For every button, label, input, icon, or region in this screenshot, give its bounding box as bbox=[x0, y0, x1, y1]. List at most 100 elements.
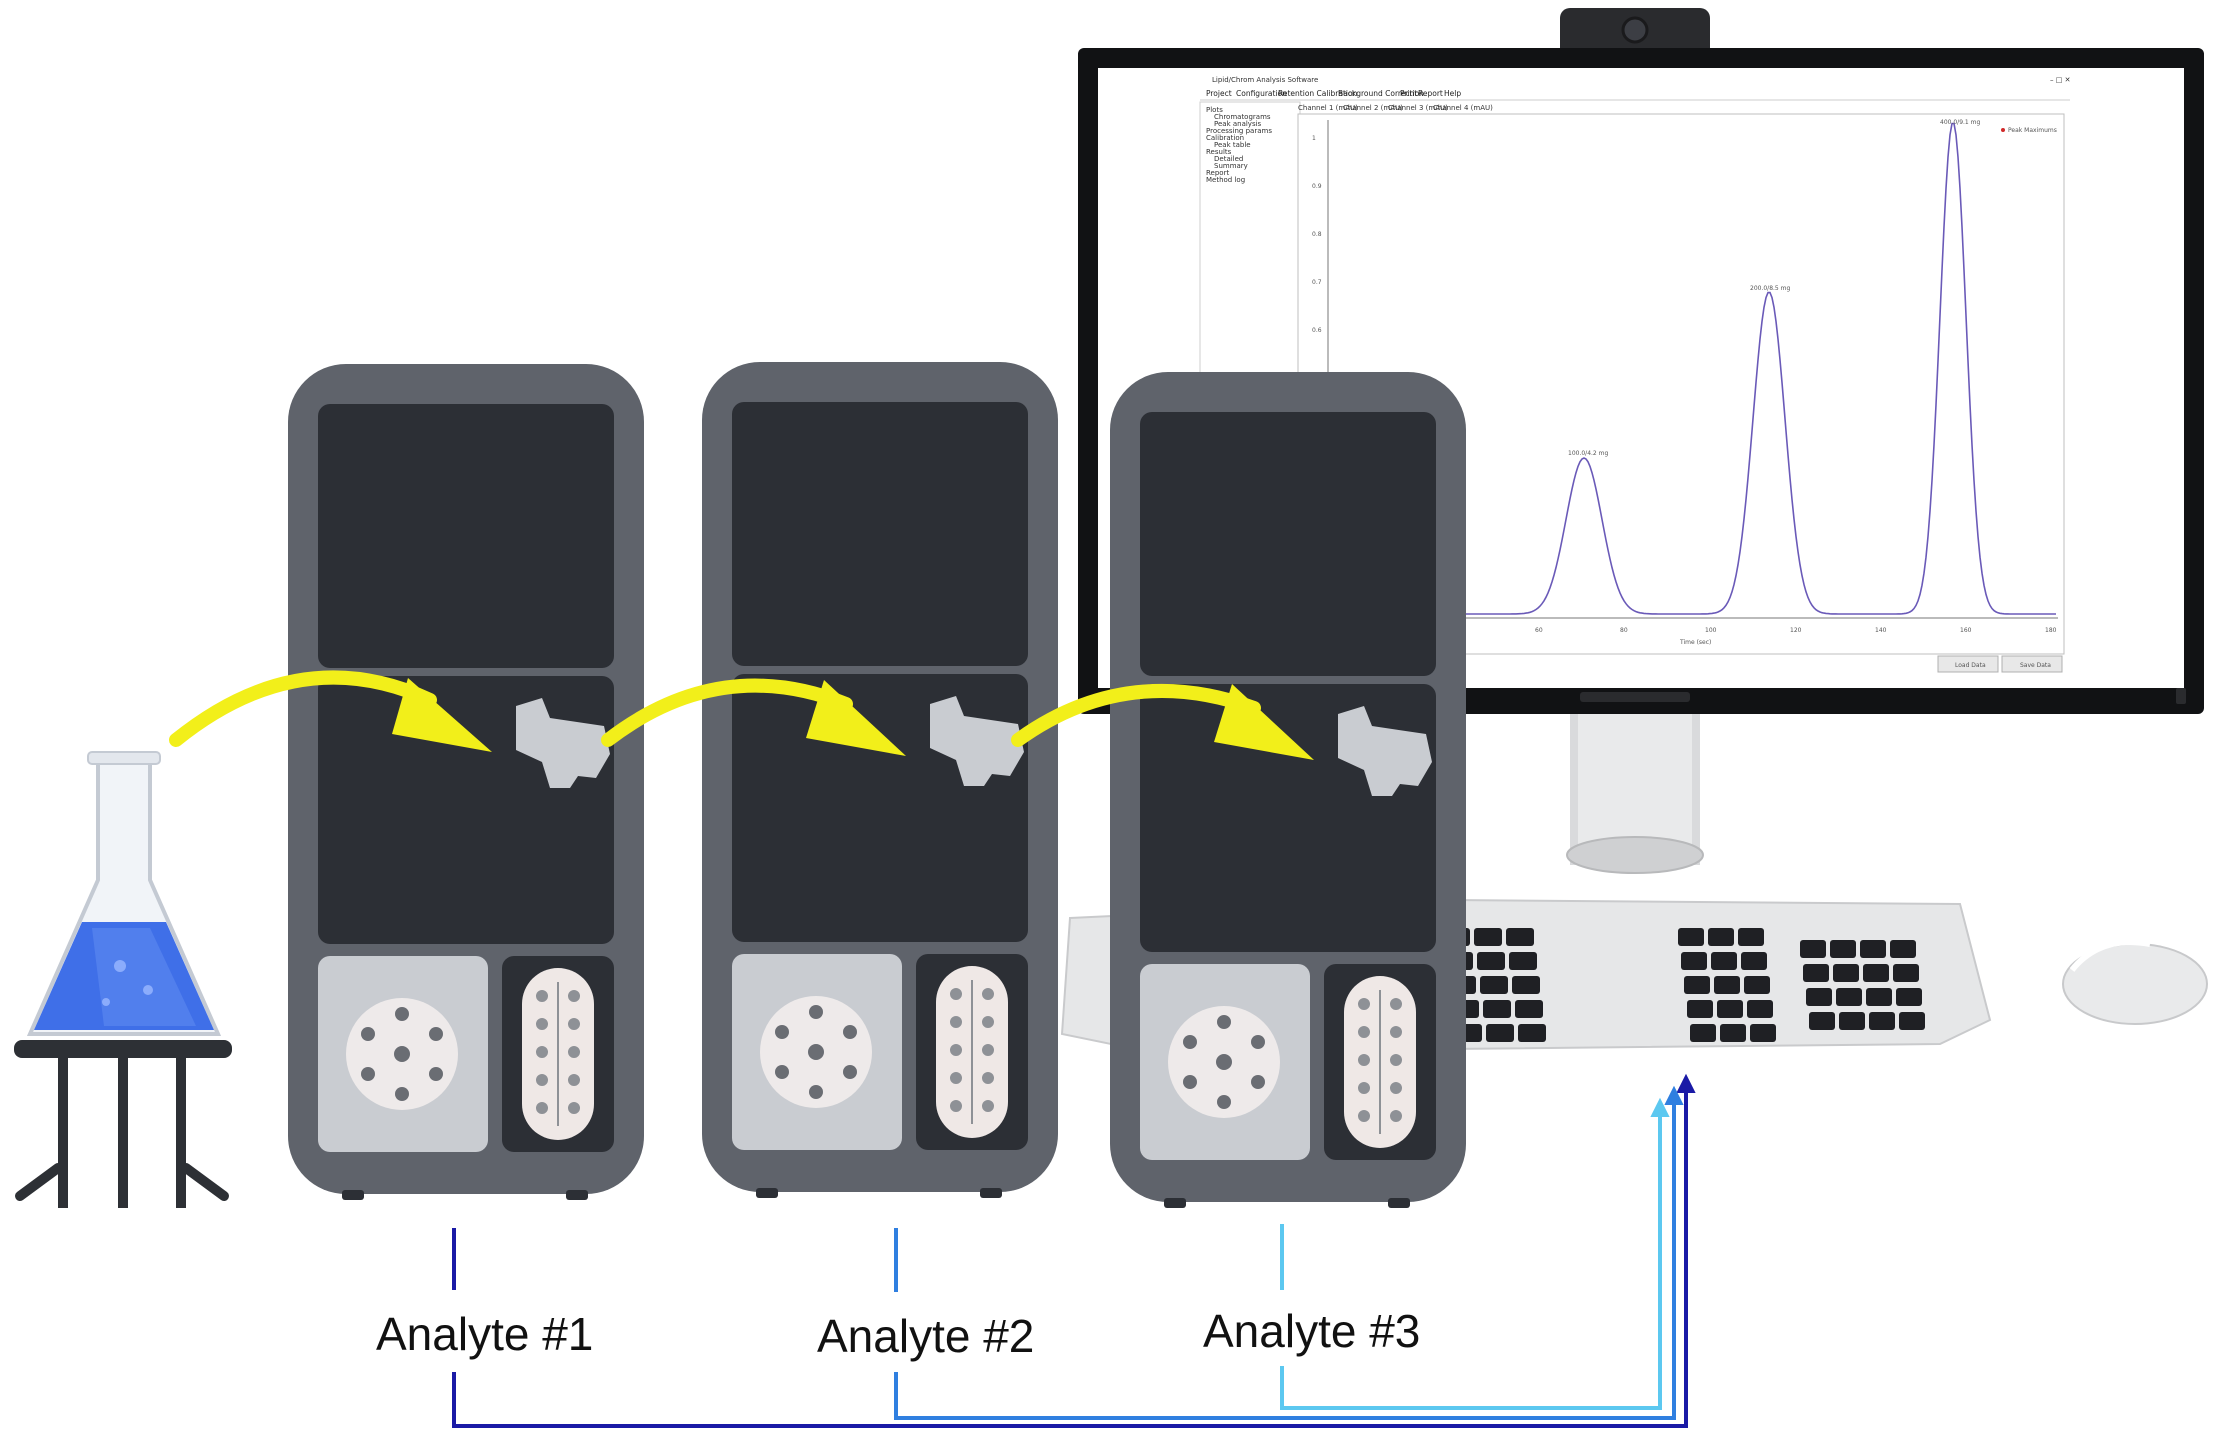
keyboard-key bbox=[1687, 1000, 1713, 1018]
keyboard-key bbox=[1896, 988, 1922, 1006]
menu-item-help[interactable]: Help bbox=[1444, 89, 1461, 98]
x-tick-label: 60 bbox=[1535, 627, 1543, 634]
keyboard-key bbox=[1833, 964, 1859, 982]
menu-item-background-correction[interactable]: Background Correction bbox=[1338, 89, 1424, 98]
keyboard-key bbox=[1866, 988, 1892, 1006]
menu-item-print[interactable]: Print bbox=[1400, 89, 1417, 98]
keyboard-key bbox=[1717, 1000, 1743, 1018]
analyte-1-line bbox=[452, 1092, 1688, 1428]
x-tick-label: 160 bbox=[1960, 627, 1972, 634]
monitor-stand-base bbox=[1566, 836, 1704, 874]
x-tick-label: 180 bbox=[2045, 627, 2057, 634]
tab-channel-3[interactable]: Channel 3 (mAU) bbox=[1388, 104, 1448, 112]
x-tick-label: 100 bbox=[1705, 627, 1717, 634]
analyte-signal-lines bbox=[452, 1073, 1696, 1428]
arrow-head-icon bbox=[1650, 1097, 1670, 1117]
webcam-lens-icon bbox=[1621, 16, 1649, 44]
keyboard-key bbox=[1738, 928, 1764, 946]
keyboard-key bbox=[1720, 1024, 1746, 1042]
keyboard-key bbox=[1800, 940, 1826, 958]
tab-channel-2[interactable]: Channel 2 (mAU) bbox=[1343, 104, 1403, 112]
tree-item[interactable]: Summary bbox=[1214, 162, 1248, 170]
keyboard-key bbox=[1839, 1012, 1865, 1030]
tab-channel-1[interactable]: Channel 1 (mAU) bbox=[1298, 104, 1358, 112]
instrument-chamber-panel bbox=[732, 674, 1028, 942]
tab-channel-4[interactable]: Channel 4 (mAU) bbox=[1433, 104, 1493, 112]
keyboard-key bbox=[1486, 1024, 1514, 1042]
keyboard-key bbox=[1474, 928, 1502, 946]
keyboard-key bbox=[1890, 940, 1916, 958]
tree-item[interactable]: Calibration bbox=[1206, 134, 1244, 142]
keyboard-key bbox=[1483, 1000, 1511, 1018]
tree-item[interactable]: Peak table bbox=[1214, 141, 1251, 149]
x-tick-label: 80 bbox=[1620, 627, 1628, 634]
y-tick-label: 0.6 bbox=[1312, 327, 1322, 334]
computer-mouse bbox=[2062, 939, 2208, 1025]
peak-label-3: 400.0/9.1 mg bbox=[1940, 119, 1980, 126]
arrow-head-icon bbox=[806, 680, 906, 756]
menu-item-report[interactable]: Report bbox=[1418, 89, 1443, 98]
load-data-button[interactable] bbox=[1937, 655, 1999, 673]
arrow-head-icon bbox=[392, 678, 492, 752]
keyboard-key bbox=[1477, 952, 1505, 970]
instrument-display-panel bbox=[1140, 412, 1436, 676]
instrument-chamber-panel bbox=[1140, 684, 1436, 952]
keyboard-key bbox=[1747, 1000, 1773, 1018]
transfer-arrow-1 bbox=[169, 670, 492, 752]
software-title: Lipid/Chrom Analysis Software bbox=[1212, 76, 1318, 84]
channel-tabs: Channel 1 (mAU) Channel 2 (mAU) Channel … bbox=[1298, 104, 1493, 112]
keyboard-key bbox=[1518, 1024, 1546, 1042]
tree-item[interactable]: Processing params bbox=[1206, 127, 1272, 135]
keyboard-key bbox=[1803, 964, 1829, 982]
keyboard-key bbox=[1681, 952, 1707, 970]
transfer-arrow-3 bbox=[1011, 683, 1314, 760]
keyboard-key bbox=[1506, 928, 1534, 946]
cartridge-icon bbox=[516, 698, 610, 788]
legend-marker-icon bbox=[2001, 128, 2005, 132]
instrument-chamber-panel bbox=[318, 676, 614, 944]
keyboard-key bbox=[1714, 976, 1740, 994]
peak-label-1: 100.0/4.2 mg bbox=[1568, 450, 1608, 457]
keyboard-key bbox=[1836, 988, 1862, 1006]
x-tick-label: 140 bbox=[1875, 627, 1887, 634]
menu-item-retention-calibration[interactable]: Retention Calibration bbox=[1278, 89, 1358, 98]
y-tick-label: 0.9 bbox=[1312, 183, 1322, 190]
keyboard-key bbox=[1515, 1000, 1543, 1018]
keyboard-key bbox=[1684, 976, 1710, 994]
tree-item[interactable]: Method log bbox=[1206, 176, 1245, 184]
keyboard-key bbox=[1860, 940, 1886, 958]
menu-item-configuration[interactable]: Configuration bbox=[1236, 89, 1287, 98]
tree-item[interactable]: Plots bbox=[1206, 106, 1223, 114]
keyboard-key bbox=[1809, 1012, 1835, 1030]
keyboard-key bbox=[1869, 1012, 1895, 1030]
tree-item[interactable]: Report bbox=[1206, 169, 1229, 177]
keyboard-key bbox=[1893, 964, 1919, 982]
y-tick-label: 0.8 bbox=[1312, 231, 1322, 238]
cartridge-icon bbox=[1338, 706, 1432, 796]
stand-top bbox=[14, 1040, 232, 1058]
legend-label: Peak Maximums bbox=[2008, 127, 2057, 134]
instrument-display-panel bbox=[318, 404, 614, 668]
menu-item-project[interactable]: Project bbox=[1206, 89, 1232, 98]
keyboard-key bbox=[1480, 976, 1508, 994]
x-axis-label: Time (sec) bbox=[1679, 639, 1711, 646]
menu-bar: Project Configuration Retention Calibrat… bbox=[1206, 89, 1461, 98]
transfer-arrow-2 bbox=[601, 678, 906, 756]
instrument-1 bbox=[288, 364, 644, 1200]
analyte-1-label: Analyte #1 bbox=[376, 1308, 593, 1360]
analyte-2-label: Analyte #2 bbox=[817, 1310, 1034, 1362]
analyte-3-line bbox=[1280, 1116, 1662, 1410]
instrument-3 bbox=[1110, 372, 1466, 1208]
arrow-head-icon bbox=[1676, 1073, 1696, 1093]
tree-item[interactable]: Peak analysis bbox=[1214, 120, 1262, 128]
tree-item[interactable]: Detailed bbox=[1214, 155, 1243, 163]
arrow-head-icon bbox=[1664, 1085, 1684, 1105]
tree-item[interactable]: Chromatograms bbox=[1214, 113, 1271, 121]
save-data-button-label: Save Data bbox=[2020, 662, 2051, 669]
arrow-head-icon bbox=[1214, 684, 1314, 760]
svg-text:– □ ✕: – □ ✕ bbox=[2050, 76, 2070, 84]
save-data-button[interactable] bbox=[2001, 655, 2063, 673]
y-tick-label: 0.7 bbox=[1312, 279, 1322, 286]
tree-item[interactable]: Results bbox=[1206, 148, 1232, 156]
